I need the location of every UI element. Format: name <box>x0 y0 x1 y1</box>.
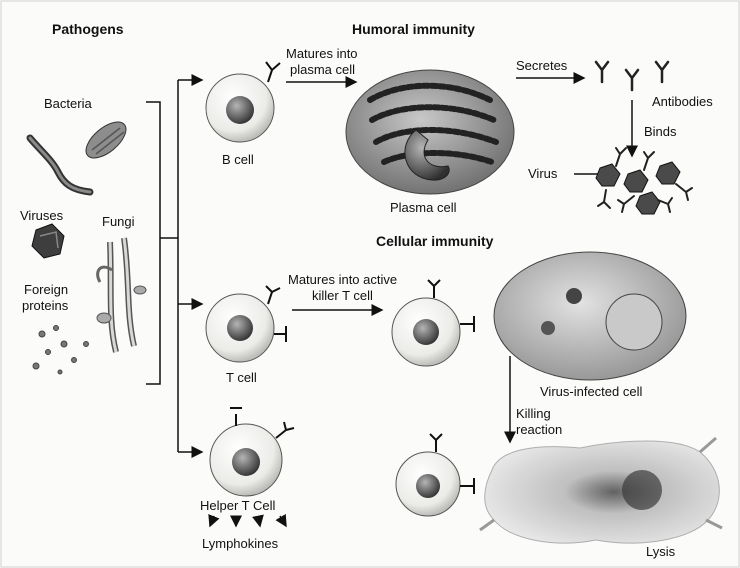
pathogen-bracket <box>146 80 178 452</box>
killer-t-cell-illustration <box>392 280 474 366</box>
label-fungi: Fungi <box>102 214 135 229</box>
virus-antibody-complex <box>574 148 692 214</box>
lymphokine-arrows <box>210 516 286 526</box>
label-antibodies: Antibodies <box>652 94 713 109</box>
label-secretes: Secretes <box>516 58 567 73</box>
label-matures-into: Matures into <box>286 46 358 61</box>
label-proteins: proteins <box>22 298 68 313</box>
label-viruses: Viruses <box>20 208 63 223</box>
label-virus-infected-cell: Virus-infected cell <box>540 384 642 399</box>
t-cell-illustration <box>206 286 286 362</box>
virus-infected-cell-illustration <box>494 252 686 380</box>
heading-cellular-immunity: Cellular immunity <box>376 234 493 249</box>
label-killer-t-cell: killer T cell <box>312 288 373 303</box>
fungi-illustration <box>97 238 146 352</box>
virus-illustration <box>32 224 64 258</box>
label-matures-into-active: Matures into active <box>288 272 397 287</box>
label-b-cell: B cell <box>222 152 254 167</box>
label-helper-t-cell: Helper T Cell <box>200 498 275 513</box>
label-lymphokines: Lymphokines <box>202 536 278 551</box>
label-plasma-cell: Plasma cell <box>390 200 456 215</box>
lysed-cell-illustration <box>480 438 722 543</box>
label-t-cell: T cell <box>226 370 257 385</box>
label-virus: Virus <box>528 166 557 181</box>
label-killing: Killing <box>516 406 551 421</box>
plasma-cell-illustration <box>346 70 514 194</box>
label-plasma-cell-target: plasma cell <box>290 62 355 77</box>
label-binds: Binds <box>644 124 677 139</box>
heading-humoral-immunity: Humoral immunity <box>352 22 475 37</box>
helper-t-cell-illustration <box>210 408 294 496</box>
label-foreign: Foreign <box>24 282 68 297</box>
antibodies-illustration <box>596 62 668 90</box>
killer-t-cell-lysis-illustration <box>396 434 474 516</box>
b-cell-illustration <box>206 62 280 142</box>
label-lysis: Lysis <box>646 544 675 559</box>
foreign-proteins-illustration <box>33 326 89 375</box>
bacteria-illustration <box>30 115 132 192</box>
label-reaction: reaction <box>516 422 562 437</box>
label-bacteria: Bacteria <box>44 96 92 111</box>
heading-pathogens: Pathogens <box>52 22 124 37</box>
